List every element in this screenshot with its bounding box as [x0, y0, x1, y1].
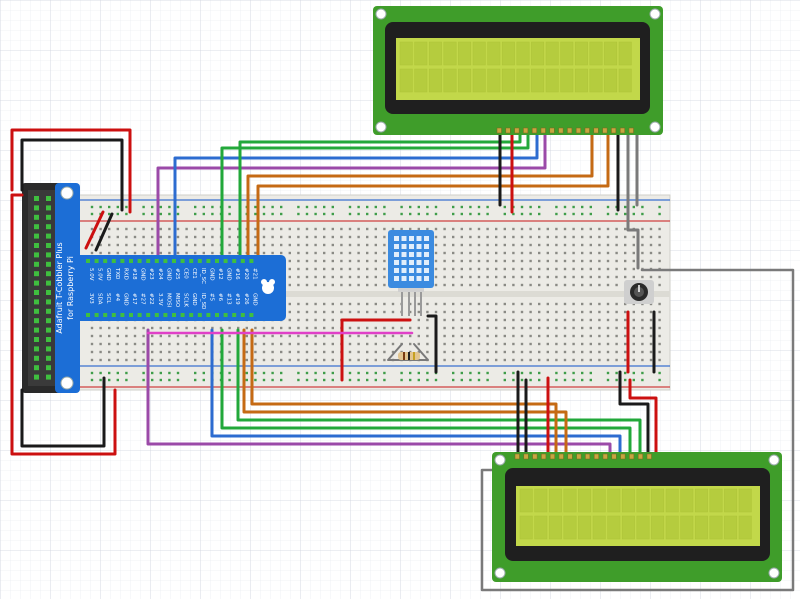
wire-orange-bottom-2 — [250, 328, 558, 464]
wire-red-loop-top — [10, 128, 132, 214]
cobbler-pin-label-top: ID_SC — [200, 268, 206, 284]
cobbler-pin-label-top: GND — [226, 268, 232, 281]
cobbler-title: Adafruit T-Cobbler Plus — [55, 242, 64, 333]
raspberry-icon — [261, 279, 275, 294]
cobbler-pin-label-top: #16 — [234, 268, 240, 280]
wire-gray-pot — [626, 128, 640, 270]
cobbler-pin-label-bottom: #6 — [217, 293, 223, 302]
wire-black-loop-bottom — [20, 376, 106, 448]
cobbler-pin-label-top: #12 — [217, 268, 223, 280]
cobbler-subtitle: for Raspberry Pi — [66, 256, 75, 320]
cobbler-pin-label-top: #25 — [174, 268, 180, 280]
cobbler-pin-label-bottom: #4 — [114, 293, 120, 302]
cobbler-pin-label-top: CE0 — [183, 268, 189, 279]
wire-black-loop-top — [20, 138, 124, 212]
dht-sensor — [388, 230, 434, 316]
cobbler-pin-label-bottom: #22 — [148, 293, 154, 305]
cobbler-pin-label-top: 5.0V — [97, 268, 103, 281]
wire-red-loop — [10, 193, 117, 456]
cobbler-pin-label-top: GND — [208, 268, 214, 281]
cobbler-pin-label-top: RXD — [122, 268, 128, 280]
cobbler-pin-label-top: GND — [105, 268, 111, 281]
cobbler-pin-label-bottom: MISO — [174, 293, 180, 308]
cobbler-pin-label-top: GND — [140, 268, 146, 281]
cobbler-pin-label-bottom: SDA — [97, 293, 103, 305]
mount-hole-bottom — [60, 376, 74, 390]
lcd-display-top — [373, 6, 663, 135]
wire-purple-top — [156, 128, 547, 264]
wire-orange-top-2 — [256, 128, 610, 264]
wire-red-sensor — [340, 318, 412, 382]
cobbler-pin-label-bottom: GND — [122, 293, 128, 306]
wire-orange-top — [246, 128, 594, 264]
cobbler-pin-label-bottom: ID_SD — [200, 293, 206, 309]
cobbler-pin-label-bottom: #19 — [234, 293, 240, 305]
wire-green-bottom — [220, 328, 632, 464]
center-channel — [75, 291, 670, 297]
wire-orange-bottom — [242, 328, 568, 464]
cobbler-pin-label-top: 5.0V — [88, 268, 94, 281]
wire-black-jumper — [94, 212, 114, 252]
wire-blue-bottom — [210, 328, 622, 464]
wire-blue-top — [173, 128, 539, 264]
cobbler-pin-label-bottom: #5 — [208, 293, 214, 302]
cobbler-pin-label-top: GND — [165, 268, 171, 281]
cobbler-pin-label-top: CE1 — [191, 268, 197, 279]
cobbler-pin-label-bottom: GND — [191, 293, 197, 306]
cobbler-pin-label-bottom: SCLK — [183, 293, 189, 307]
t-cobbler-board: Adafruit T-Cobbler Plus for Raspberry Pi… — [55, 183, 286, 393]
cobbler-pin-label-bottom: 3V3 — [88, 293, 94, 304]
resistor — [398, 352, 420, 360]
cobbler-pin-label-top: #20 — [243, 268, 249, 280]
wire-red-jumper — [84, 210, 105, 250]
cobbler-pin-label-bottom: #27 — [140, 293, 146, 305]
mount-hole-top — [60, 186, 74, 200]
cobbler-pin-label-bottom: #13 — [226, 293, 232, 305]
cobbler-pin-label-top: #24 — [157, 268, 163, 280]
wire-red-right — [628, 378, 658, 464]
wire-green-top-2 — [238, 128, 522, 264]
potentiometer — [624, 280, 654, 304]
cobbler-pin-label-top: #23 — [148, 268, 154, 280]
wire-green-top — [220, 128, 530, 264]
cobbler-pin-label-top: #21 — [251, 268, 257, 280]
wire-black-right — [618, 370, 650, 464]
lcd-display-bottom — [492, 452, 782, 582]
cobbler-pin-label-bottom: SCL — [105, 293, 111, 304]
cobbler-pin-label-bottom: 3.3V — [157, 293, 163, 306]
cobbler-pin-label-bottom: MOSI — [165, 293, 171, 308]
wire-green-bottom-2 — [236, 328, 642, 464]
cobbler-pin-label-bottom: #17 — [131, 293, 137, 305]
cobbler-pin-label-top: #18 — [131, 268, 137, 280]
cobbler-pin-label-bottom: #26 — [243, 293, 249, 305]
lcd-top-hole — [375, 8, 387, 20]
wire-black-sensor — [426, 314, 438, 374]
cobbler-pin-label-bottom: GND — [251, 293, 257, 306]
cobbler-pin-label-top: TXD — [114, 267, 120, 279]
